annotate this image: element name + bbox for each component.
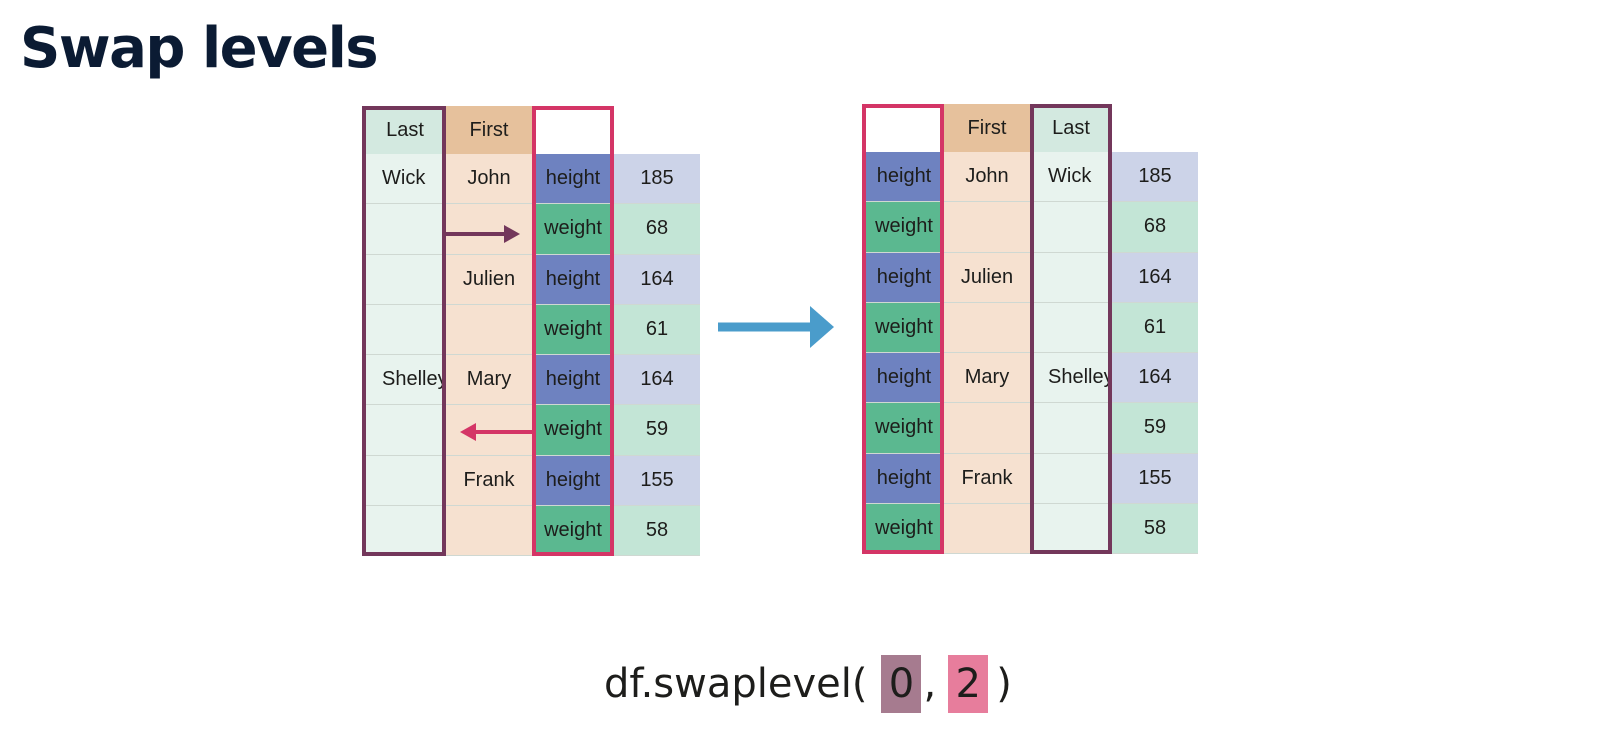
first-name-cell (944, 503, 1030, 554)
last-name-cell (364, 455, 446, 506)
measure-cell: weight (864, 503, 944, 554)
value-cell: 61 (614, 304, 700, 355)
last-name-cell (1030, 252, 1112, 303)
last-name-cell (364, 254, 446, 305)
first-name-cell: Julien (446, 254, 532, 305)
value-cell: 59 (1112, 403, 1198, 454)
last-name-cell: Wick (364, 154, 446, 205)
first-name-cell (944, 202, 1030, 253)
last-name-cell (364, 204, 446, 255)
header-first: First (446, 106, 532, 154)
measure-cell: height (532, 455, 614, 506)
value-cell: 59 (614, 405, 700, 456)
page-title: Swap levels (20, 16, 379, 81)
transform-arrow-icon (718, 306, 834, 348)
first-name-cell: Frank (944, 453, 1030, 504)
measure-cell: weight (532, 304, 614, 355)
first-name-cell: Frank (446, 455, 532, 506)
first-name-cell: John (944, 152, 1030, 203)
measure-cell: weight (864, 202, 944, 253)
first-name-cell (944, 403, 1030, 454)
arrow-right-icon (444, 225, 520, 243)
first-name-cell (446, 505, 532, 556)
last-name-cell (364, 304, 446, 355)
first-name-cell: Mary (446, 355, 532, 406)
header-level-2 (532, 106, 614, 154)
value-cell: 164 (1112, 353, 1198, 404)
last-name-cell (1030, 403, 1112, 454)
measure-cell: height (864, 453, 944, 504)
arrow-left-icon (460, 423, 536, 441)
last-name-cell (364, 505, 446, 556)
measure-cell: height (532, 154, 614, 205)
last-name-cell: Wick (1030, 152, 1112, 203)
header-value (1112, 104, 1198, 152)
measure-cell: height (532, 254, 614, 305)
header-value (614, 106, 700, 154)
last-name-cell (1030, 453, 1112, 504)
header-last: Last (364, 106, 446, 154)
first-name-cell (446, 204, 532, 255)
value-cell: 68 (614, 204, 700, 255)
measure-cell: weight (864, 403, 944, 454)
code-arg-level-2: 2 (948, 655, 989, 713)
first-name-cell (944, 302, 1030, 353)
last-name-cell (1030, 202, 1112, 253)
header-last: Last (1030, 104, 1112, 152)
value-cell: 164 (614, 254, 700, 305)
measure-cell: height (864, 252, 944, 303)
value-cell: 68 (1112, 202, 1198, 253)
first-name-cell: John (446, 154, 532, 205)
code-arg-level-0: 0 (881, 655, 922, 713)
measure-cell: height (532, 355, 614, 406)
measure-cell: weight (864, 302, 944, 353)
header-first: First (944, 104, 1030, 152)
value-cell: 185 (1112, 152, 1198, 203)
last-name-cell (1030, 503, 1112, 554)
value-cell: 164 (614, 355, 700, 406)
measure-cell: weight (532, 405, 614, 456)
last-name-cell (364, 405, 446, 456)
measure-cell: height (864, 152, 944, 203)
value-cell: 58 (614, 505, 700, 556)
value-cell: 164 (1112, 252, 1198, 303)
measure-cell: weight (532, 505, 614, 556)
first-name-cell: Julien (944, 252, 1030, 303)
value-cell: 185 (614, 154, 700, 205)
measure-cell: weight (532, 204, 614, 255)
value-cell: 58 (1112, 503, 1198, 554)
code-prefix: df.swaplevel( (604, 661, 868, 707)
value-cell: 155 (614, 455, 700, 506)
last-name-cell (1030, 302, 1112, 353)
value-cell: 155 (1112, 453, 1198, 504)
measure-cell: height (864, 353, 944, 404)
value-cell: 61 (1112, 302, 1198, 353)
header-level-0-swapped (864, 104, 944, 152)
swaplevel-code: df.swaplevel( 0 , 2 ) (604, 655, 1012, 713)
last-name-cell: Shelley (1030, 353, 1114, 404)
code-comma: , (923, 661, 937, 707)
first-name-cell (446, 304, 532, 355)
last-name-cell: Shelley (364, 355, 448, 406)
first-name-cell: Mary (944, 353, 1030, 404)
code-suffix: ) (996, 661, 1012, 707)
